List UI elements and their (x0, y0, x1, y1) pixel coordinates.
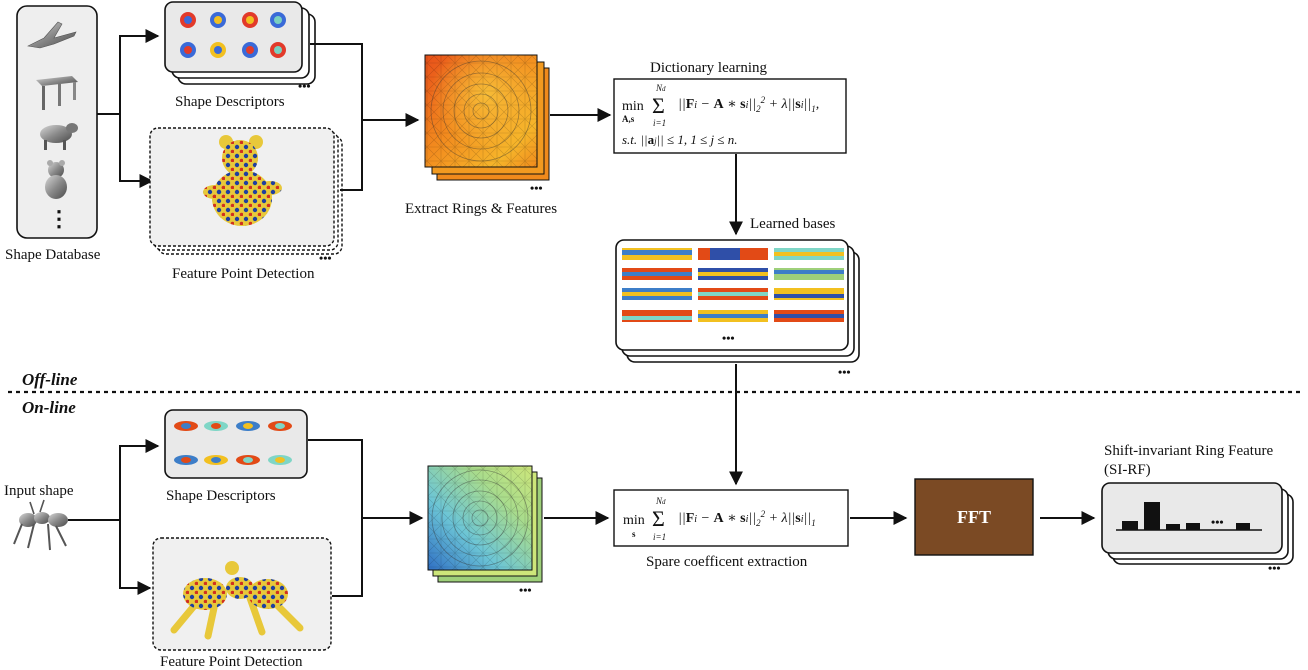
online-rings-stack: ••• (427, 465, 543, 597)
arrow-input-to-features (119, 520, 152, 595)
feature-point-detection-label-offline: Feature Point Detection (172, 266, 315, 282)
svg-text:Nd: Nd (655, 83, 666, 93)
spare-coefficient-label: Spare coefficent extraction (646, 554, 808, 570)
svg-text:A,s: A,s (622, 114, 635, 124)
line-online-descriptors-merge (308, 439, 363, 518)
cow-model (40, 123, 78, 150)
si-rf-label-line2: (SI-RF) (1104, 462, 1151, 478)
ant-feature-points (170, 561, 304, 640)
airplane-model (27, 21, 77, 49)
learned-bases-stack: ••• ••• (615, 239, 860, 379)
bases-inner-dots: ••• (722, 331, 735, 345)
fft-box: FFT (914, 478, 1034, 556)
si-rf-more-dots: ••• (1268, 561, 1281, 575)
shape-database-panel: ⋮ (16, 5, 98, 239)
input-shape-label: Input shape (4, 483, 74, 499)
shape-database-label: Shape Database (5, 247, 101, 263)
shape-descriptors-label-offline: Shape Descriptors (175, 94, 285, 110)
shape-descriptors-stack-offline: ••• (164, 1, 316, 93)
si-rf-output-stack: ••• ••• (1101, 482, 1294, 575)
teddy-model (45, 160, 67, 199)
svg-text:Nd: Nd (655, 496, 666, 506)
si-rf-label-line1: Shift-invariant Ring Feature (1104, 443, 1273, 459)
svg-text:||Fi − A ∗ si||22 + λ||si||1: ||Fi − A ∗ si||22 + λ||si||1 (678, 509, 816, 528)
line-online-features-merge (332, 518, 363, 597)
extract-rings-label: Extract Rings & Features (405, 201, 557, 217)
line-features-merge (340, 120, 363, 191)
descriptor-thumbnails (180, 12, 286, 58)
svg-text:s.t. ||aj|| ≤ 1, 1 ≤ j ≤ n.: s.t. ||aj|| ≤ 1, 1 ≤ j ≤ n. (622, 132, 738, 147)
database-more-dots: ⋮ (48, 206, 70, 231)
basis-tiles (622, 248, 844, 322)
svg-text:Σ: Σ (652, 506, 665, 531)
arrow-db-to-descriptors (97, 29, 160, 115)
shape-descriptors-label-online: Shape Descriptors (166, 488, 276, 504)
feature-detection-box-online (152, 537, 332, 651)
descriptors-more-dots: ••• (298, 79, 311, 93)
dictionary-learning-label: Dictionary learning (650, 60, 768, 76)
svg-text:i=1: i=1 (653, 118, 666, 128)
offline-section-label: Off-line (22, 370, 78, 389)
learned-bases-label: Learned bases (750, 216, 836, 232)
svg-text:min: min (623, 513, 645, 528)
extract-rings-stack: ••• (424, 54, 550, 195)
spectrum-bars (1116, 502, 1262, 531)
spectrum-inner-dots: ••• (1211, 515, 1224, 529)
shape-descriptors-box-online (164, 409, 308, 479)
features-more-dots: ••• (319, 251, 332, 265)
fft-label: FFT (957, 507, 991, 527)
svg-text:||Fi − A ∗ si||22 + λ||si||1,: ||Fi − A ∗ si||22 + λ||si||1, (678, 95, 819, 114)
dictionary-learning-box: min A,s Σ Nd i=1 ||Fi − A ∗ si||22 + λ||… (613, 78, 847, 154)
svg-text:Σ: Σ (652, 93, 665, 118)
svg-text:i=1: i=1 (653, 532, 666, 542)
feature-point-detection-label-online: Feature Point Detection (160, 654, 303, 670)
svg-text:min: min (622, 99, 644, 114)
arrow-input-to-descriptors (68, 439, 160, 521)
teddy-feature-points (203, 135, 282, 226)
online-rings-more-dots: ••• (519, 583, 532, 597)
line-descriptors-merge (310, 43, 363, 120)
ant-model (13, 499, 68, 551)
spare-coefficient-box: min s Σ Nd i=1 ||Fi − A ∗ si||22 + λ||si… (613, 489, 849, 547)
feature-detection-stack-offline: ••• (149, 127, 343, 265)
svg-text:s: s (632, 529, 636, 539)
bases-more-dots: ••• (838, 365, 851, 379)
arrow-db-to-features (119, 114, 154, 188)
extract-more-dots: ••• (530, 181, 543, 195)
online-section-label: On-line (22, 398, 76, 417)
table-model (36, 76, 78, 110)
